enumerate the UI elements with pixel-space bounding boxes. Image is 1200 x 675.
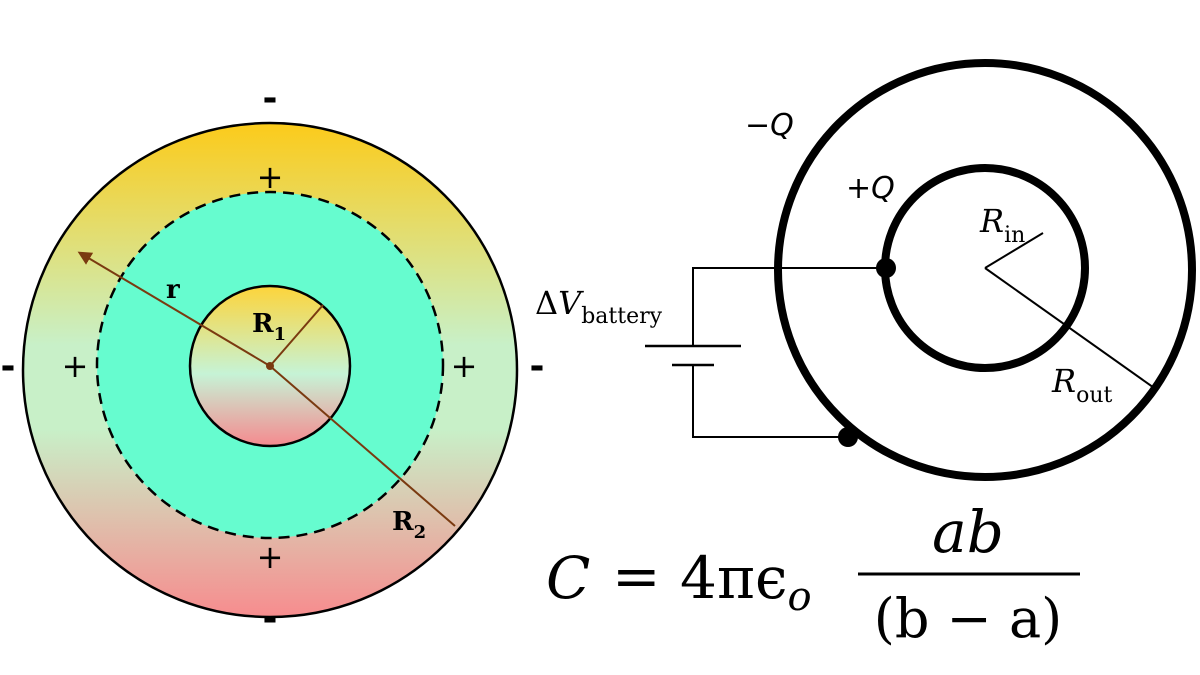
label-r-in: Rin <box>979 202 1025 248</box>
label-r-out: Rout <box>1051 362 1113 408</box>
formula-denominator: (b − a) <box>874 587 1062 650</box>
label-battery-sub: battery <box>581 304 662 329</box>
label-battery-voltage: ΔVbattery <box>535 284 663 329</box>
outer-charge-top: - <box>263 78 278 119</box>
radius-in-line <box>984 232 1044 269</box>
outer-contact-dot <box>838 427 858 447</box>
formula-coeff: 4πϵo <box>680 544 812 620</box>
formula-lhs: C <box>546 544 590 612</box>
inner-charge-left: + <box>62 347 89 385</box>
formula-coeff-main: 4πϵ <box>680 544 788 612</box>
formula-numerator: ab <box>932 498 1004 566</box>
outer-charge-right: - <box>530 346 545 387</box>
spherical-capacitor-cross-section: - - - - + + + + r R1 R2 <box>1 78 545 639</box>
label-battery-v: V <box>558 284 584 322</box>
label-r1-main: R <box>252 309 274 339</box>
label-r1-sub: 1 <box>274 324 287 345</box>
radius-out-line <box>984 267 1158 391</box>
outer-conductor <box>774 59 1196 481</box>
center-dot <box>266 362 274 370</box>
outer-charge-bottom: - <box>263 598 278 639</box>
label-plus-q: +Q <box>846 171 895 206</box>
inner-charge-right: + <box>451 347 478 385</box>
label-r: r <box>166 275 180 305</box>
capacitance-formula: C = 4πϵo ab (b − a) <box>546 498 1080 650</box>
inner-contact-dot <box>876 258 896 278</box>
radius-r2-line <box>269 365 456 527</box>
wire-bottom <box>692 376 848 438</box>
capacitor-circuit-diagram: −Q +Q Rin Rout ΔVbattery <box>535 59 1196 481</box>
label-r2-main: R <box>392 507 414 537</box>
outer-charge-left: - <box>1 346 16 387</box>
label-r-out-sub: out <box>1076 383 1112 408</box>
label-battery-delta: Δ <box>535 284 558 322</box>
label-r1: R1 <box>252 309 286 345</box>
inner-charge-bottom: + <box>257 538 284 576</box>
label-r-in-main: R <box>979 202 1004 240</box>
wire-top <box>692 267 886 328</box>
inner-charge-top: + <box>257 158 284 196</box>
label-minus-q: −Q <box>745 108 794 143</box>
formula-coeff-sub: o <box>788 574 812 620</box>
label-r2-sub: 2 <box>414 522 427 543</box>
label-r2: R2 <box>392 507 426 543</box>
radius-r-arrow <box>77 251 271 367</box>
radius-r1-line <box>269 304 324 367</box>
label-r-out-main: R <box>1051 362 1076 400</box>
label-r-in-sub: in <box>1004 223 1025 248</box>
formula-equals: = <box>612 542 661 610</box>
